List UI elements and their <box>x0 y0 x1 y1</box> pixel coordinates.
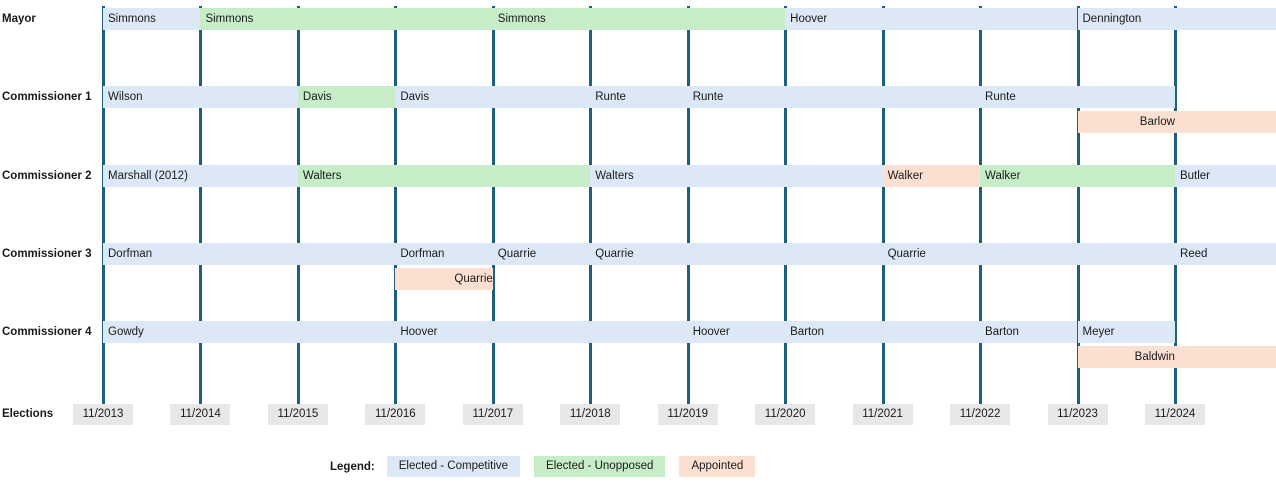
election-gridline <box>979 6 983 404</box>
term-bar: Baldwin <box>1077 346 1276 368</box>
election-gridline <box>1173 6 1177 404</box>
term-bar: Quarrie <box>590 243 883 265</box>
term-bar-label: Reed <box>1179 248 1208 260</box>
term-bar: Runte <box>590 86 688 108</box>
term-bar-label: Walters <box>595 170 634 182</box>
term-bar-label: Wilson <box>108 91 143 103</box>
term-bar-label: Barton <box>790 326 825 338</box>
legend-item-appointed: Appointed <box>679 456 756 477</box>
term-bar: Walker <box>882 165 981 187</box>
term-bar-label: Runte <box>985 91 1016 103</box>
term-bar-label: Butler <box>1179 170 1210 182</box>
election-tick-label: 11/2022 <box>950 404 1011 425</box>
term-bar: Wilson <box>103 86 298 108</box>
election-tick-label: 11/2015 <box>267 404 328 425</box>
term-bar: Walters <box>590 165 883 187</box>
term-bar-label: Dorfman <box>400 248 445 260</box>
term-bar: Simmons <box>200 8 493 30</box>
election-gridline <box>394 6 398 404</box>
election-gridline <box>296 6 300 404</box>
term-bar-label: Gowdy <box>108 326 144 338</box>
term-bar-label: Barlow <box>1139 116 1175 128</box>
term-bar: Reed <box>1174 243 1276 265</box>
term-bar-label: Simmons <box>205 13 254 25</box>
election-gridline <box>589 6 593 404</box>
term-bar-label: Walker <box>985 170 1021 182</box>
term-bar: Butler <box>1174 165 1276 187</box>
row-label-commissioner-2: Commissioner 2 <box>2 170 92 182</box>
term-bar: Hoover <box>395 321 688 343</box>
election-gridline <box>784 6 788 404</box>
term-bar-label: Simmons <box>108 13 156 25</box>
row-label-commissioner-4: Commissioner 4 <box>2 326 92 338</box>
term-bar-label: Baldwin <box>1134 351 1175 363</box>
row-label-mayor: Mayor <box>2 13 36 25</box>
election-tick-label: 11/2014 <box>170 404 231 425</box>
term-bar-label: Quarrie <box>887 248 926 260</box>
term-bar: Davis <box>297 86 396 108</box>
term-bar: Simmons <box>103 8 201 30</box>
term-bar: Dorfman <box>395 243 493 265</box>
election-tick-label: 11/2018 <box>560 404 621 425</box>
term-bar: Runte <box>687 86 981 108</box>
election-gridline <box>199 6 203 404</box>
term-bar-label: Marshall (2012) <box>108 170 188 182</box>
election-tick-label: 11/2019 <box>657 404 718 425</box>
legend-item-competitive: Elected - Competitive <box>386 456 521 477</box>
term-bar: Dorfman <box>103 243 396 265</box>
term-bar-label: Davis <box>302 91 332 103</box>
term-bar: Hoover <box>687 321 786 343</box>
legend-title: Legend: <box>330 460 375 473</box>
term-bar: Meyer <box>1077 321 1175 343</box>
term-bar-label: Davis <box>400 91 430 103</box>
election-tick-label: 11/2013 <box>73 404 133 425</box>
term-bar-label: Hoover <box>790 13 828 25</box>
term-bar-label: Quarrie <box>454 273 493 285</box>
term-bar-label: Runte <box>692 91 724 103</box>
election-tick-label: 11/2020 <box>755 404 816 425</box>
term-bar-label: Quarrie <box>497 248 537 260</box>
term-bar: Quarrie <box>882 243 1175 265</box>
term-bar: Walters <box>297 165 591 187</box>
row-label-commissioner-3: Commissioner 3 <box>2 248 92 260</box>
election-tick-label: 11/2024 <box>1144 404 1205 425</box>
legend-item-unopposed: Elected - Unopposed <box>534 456 666 477</box>
term-bar: Barton <box>980 321 1078 343</box>
term-bar-label: Runte <box>595 91 626 103</box>
term-bar: Quarrie <box>492 243 591 265</box>
election-tick-label: 11/2016 <box>365 404 426 425</box>
election-tick-label: 11/2023 <box>1047 404 1108 425</box>
term-bar-label: Meyer <box>1082 326 1115 338</box>
axis-label-elections: Elections <box>2 408 54 420</box>
term-bar: Dennington <box>1077 8 1276 30</box>
election-gridline <box>686 6 690 404</box>
term-bar: Simmons <box>492 8 786 30</box>
term-bar-label: Quarrie <box>595 248 634 260</box>
term-bar-label: Hoover <box>692 326 730 338</box>
term-bar-label: Walker <box>887 170 923 182</box>
election-gridline <box>881 6 885 404</box>
term-bar: Gowdy <box>103 321 396 343</box>
term-bar-label: Simmons <box>497 13 546 25</box>
legend: Legend: Elected - Competitive Elected - Un… <box>330 456 769 477</box>
term-bar: Quarrie <box>395 268 493 290</box>
term-bar-label: Walters <box>302 170 342 182</box>
term-bar-label: Hoover <box>400 326 438 338</box>
term-bar: Walker <box>980 165 1175 187</box>
election-tick-label: 11/2021 <box>852 404 913 425</box>
election-gridline <box>491 6 495 404</box>
row-label-commissioner-1: Commissioner 1 <box>2 91 92 103</box>
term-bar-label: Dennington <box>1082 13 1142 25</box>
term-bar-label: Barton <box>985 326 1019 338</box>
term-bar: Runte <box>980 86 1175 108</box>
term-bar: Barton <box>785 321 981 343</box>
term-bar: Davis <box>395 86 591 108</box>
election-tick-label: 11/2017 <box>462 404 523 425</box>
election-gridline <box>102 6 105 404</box>
term-bar: Hoover <box>785 8 1078 30</box>
term-bar: Marshall (2012) <box>103 165 298 187</box>
election-gridline <box>1076 6 1080 404</box>
term-bar: Barlow <box>1077 111 1276 133</box>
term-bar-label: Dorfman <box>108 248 153 260</box>
